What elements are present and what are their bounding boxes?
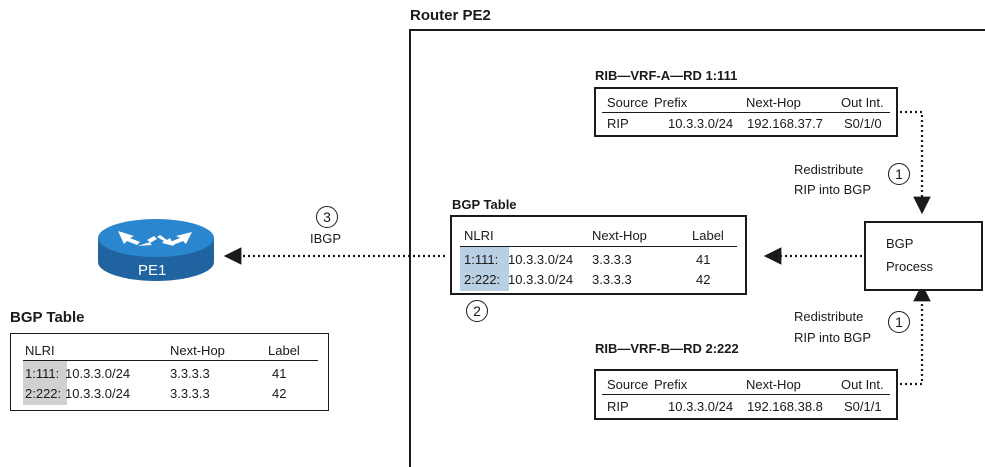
rib-a-header-source: Source (607, 95, 649, 110)
pe1-bgp-table-title: BGP Table (10, 309, 85, 326)
pe2-bgp-row1-rd: 1:111: (464, 252, 499, 267)
pe2-bgp-row1-nexthop: 3.3.3.3 (592, 252, 632, 267)
pe2-bgp-header-label: Label (692, 228, 724, 243)
pe1-bgp-header-rule (23, 360, 318, 361)
pe2-bgp-table: NLRI Next-Hop Label 1:111: 10.3.3.0/24 3… (450, 215, 747, 295)
bgp-process-label-2: Process (886, 259, 933, 274)
redistribute-bottom-arrow (900, 283, 931, 386)
rib-vrf-b-title: RIB—VRF-B—RD 2:222 (595, 341, 739, 356)
ibgp-label: IBGP (310, 231, 342, 246)
rib-a-outint: S0/1/0 (844, 116, 882, 131)
pe1-bgp-row1-prefix: 10.3.3.0/24 (65, 366, 131, 381)
redistribute-top-arrow (900, 110, 931, 215)
rib-b-header-rule (602, 394, 890, 395)
rib-b-header-prefix: Prefix (654, 377, 688, 392)
rib-a-nexthop: 192.168.37.7 (747, 116, 823, 131)
step-1-top-badge: 1 (888, 163, 910, 185)
pe1-rd-highlight (23, 361, 67, 405)
pe1-bgp-row2-rd: 2:222: (25, 386, 62, 401)
rib-b-outint: S0/1/1 (844, 399, 882, 414)
pe2-rd-highlight (460, 247, 509, 291)
rib-vrf-a-table: Source Prefix Next-Hop Out Int. RIP 10.3… (594, 87, 898, 137)
bgp-process-box: BGP Process (864, 221, 983, 291)
pe1-bgp-header-nexthop: Next-Hop (170, 343, 225, 358)
pe2-bgp-row2-rd: 2:222: (464, 272, 501, 287)
router-pe2-title: Router PE2 (410, 7, 491, 24)
rib-b-header-outint: Out Int. (841, 377, 884, 392)
redistribute-top-label-2: RIP into BGP (794, 182, 872, 197)
pe1-bgp-row1-label: 41 (272, 366, 287, 381)
pe2-bgp-header-nexthop: Next-Hop (592, 228, 647, 243)
pe2-bgp-row2-label: 42 (696, 272, 711, 287)
pe1-bgp-row2-nexthop: 3.3.3.3 (170, 386, 210, 401)
rib-b-header-source: Source (607, 377, 649, 392)
rib-a-source: RIP (607, 116, 629, 131)
rib-b-prefix: 10.3.3.0/24 (668, 399, 734, 414)
pe2-bgp-row1-label: 41 (696, 252, 711, 267)
rib-vrf-a-title: RIB—VRF-A—RD 1:111 (595, 68, 738, 83)
pe2-bgp-header-rule (460, 246, 737, 247)
pe2-bgp-row2-prefix: 10.3.3.0/24 (508, 272, 574, 287)
pe1-bgp-row1-nexthop: 3.3.3.3 (170, 366, 210, 381)
pe1-bgp-row2-label: 42 (272, 386, 287, 401)
pe1-bgp-header-label: Label (268, 343, 300, 358)
pe1-bgp-row1-rd: 1:111: (25, 366, 60, 381)
rib-b-nexthop: 192.168.38.8 (747, 399, 823, 414)
rib-a-header-rule (602, 112, 890, 113)
rib-a-header-nexthop: Next-Hop (746, 95, 801, 110)
pe2-bgp-row2-nexthop: 3.3.3.3 (592, 272, 632, 287)
rib-vrf-b-table: Source Prefix Next-Hop Out Int. RIP 10.3… (594, 369, 898, 420)
pe2-bgp-header-nlri: NLRI (464, 228, 494, 243)
pe1-bgp-table: NLRI Next-Hop Label 1:111: 10.3.3.0/24 3… (10, 333, 329, 411)
bgp-process-label-1: BGP (886, 236, 914, 251)
step-3-badge: 3 (316, 206, 338, 228)
pe1-bgp-row2-prefix: 10.3.3.0/24 (65, 386, 131, 401)
router-pe2-boundary (409, 29, 985, 467)
pe1-label: PE1 (138, 262, 167, 279)
rib-b-header-nexthop: Next-Hop (746, 377, 801, 392)
rib-a-prefix: 10.3.3.0/24 (668, 116, 734, 131)
redistribute-bottom-label-1: Redistribute (794, 309, 864, 324)
rib-a-header-outint: Out Int. (841, 95, 884, 110)
rib-a-header-prefix: Prefix (654, 95, 688, 110)
rib-b-source: RIP (607, 399, 629, 414)
redistribute-top-label-1: Redistribute (794, 162, 864, 177)
step-2-badge: 2 (466, 300, 488, 322)
redistribute-bottom-label-2: RIP into BGP (794, 330, 872, 345)
router-icon (98, 219, 214, 281)
pe2-bgp-row1-prefix: 10.3.3.0/24 (508, 252, 574, 267)
pe2-bgp-table-title: BGP Table (452, 197, 517, 212)
pe1-bgp-header-nlri: NLRI (25, 343, 55, 358)
step-1-bottom-badge: 1 (888, 311, 910, 333)
